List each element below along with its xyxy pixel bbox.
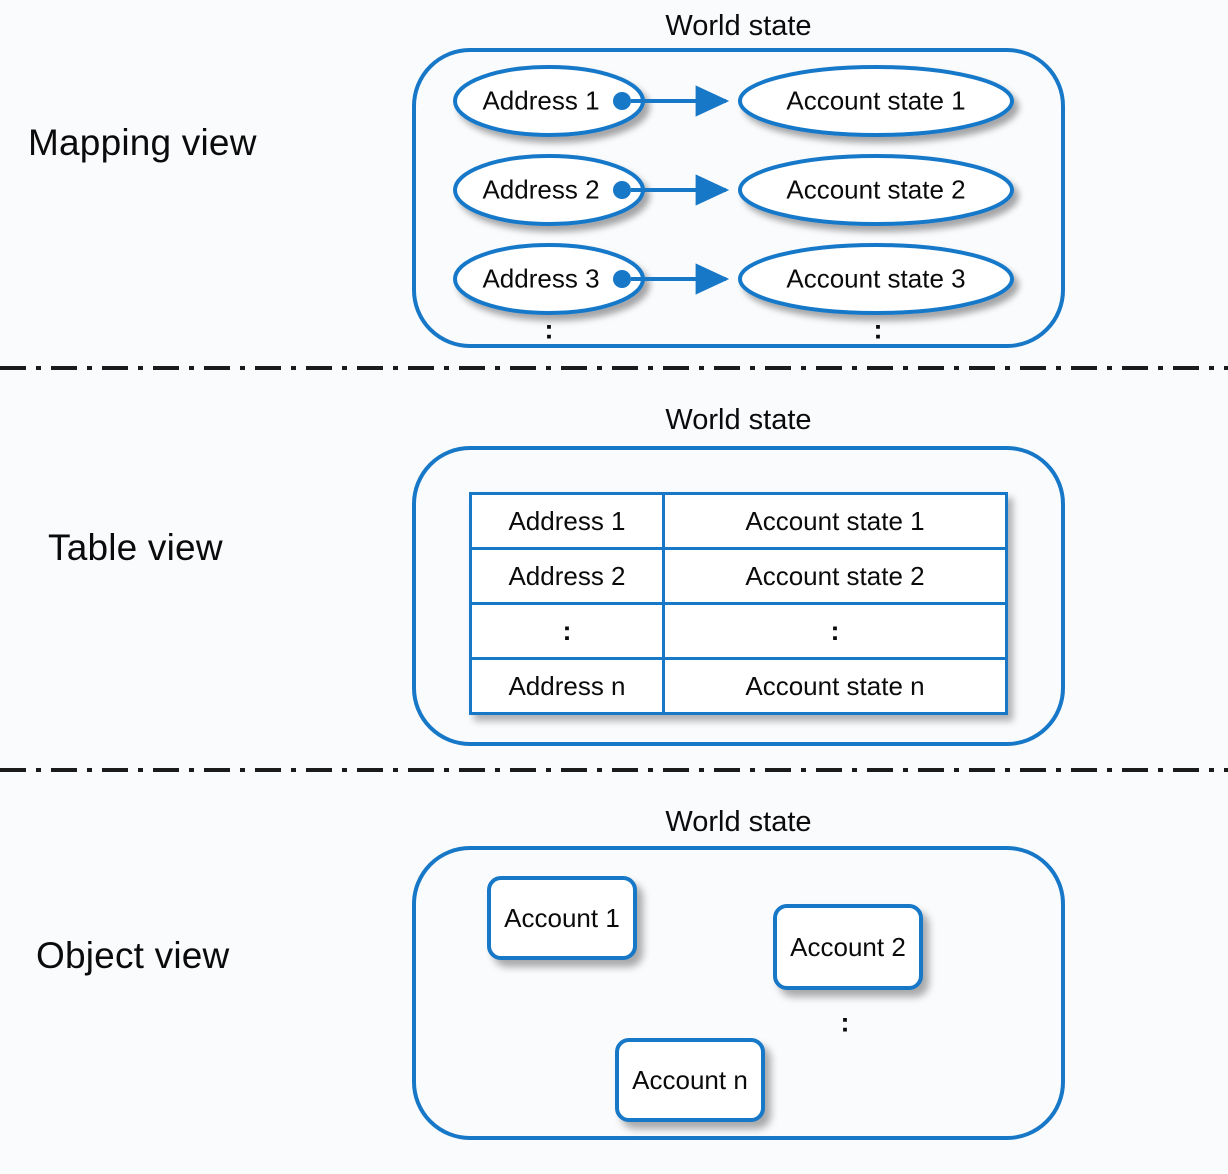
table-row-ellipsis: : :	[469, 602, 1008, 660]
account-object-label: Account 1	[504, 902, 620, 933]
account-object-box-2: Account 2	[773, 904, 923, 990]
section-label-mapping-view: Mapping view	[28, 122, 257, 163]
account-object-label: Account 2	[790, 931, 906, 962]
table-cell-key: Address 1	[469, 492, 665, 550]
section-label-object-view: Object view	[36, 935, 230, 976]
table-row: Address n Account state n	[469, 657, 1008, 715]
table-cell-key: Address n	[469, 657, 665, 715]
section-divider-1	[0, 366, 1228, 370]
mapping-value-node-3: Account state 3	[786, 263, 966, 294]
table-cell-value: Account state n	[662, 657, 1008, 715]
mapping-key-node-2: Address 2	[482, 174, 600, 205]
world-state-container-object	[412, 846, 1065, 1140]
table-value-ellipsis-glyph: :	[830, 615, 840, 646]
world-state-title-mapping: World state	[665, 10, 812, 42]
object-view-ellipsis: :	[840, 1007, 850, 1038]
mapping-value-node-1: Account state 1	[786, 85, 966, 116]
world-state-title-table: World state	[665, 404, 812, 436]
table-cell-key-ellipsis: :	[469, 602, 665, 660]
world-state-title-object: World state	[665, 806, 812, 838]
table-row: Address 1 Account state 1	[469, 492, 1008, 550]
account-object-label: Account n	[632, 1064, 748, 1095]
table-cell-value: Account state 2	[662, 547, 1008, 605]
account-object-box-1: Account 1	[487, 876, 637, 960]
table-row: Address 2 Account state 2	[469, 547, 1008, 605]
section-label-table-view: Table view	[48, 527, 223, 568]
account-object-box-n: Account n	[615, 1038, 765, 1122]
mapping-value-ellipsis: :	[873, 314, 883, 345]
table-cell-value: Account state 1	[662, 492, 1008, 550]
table-cell-value-ellipsis: :	[662, 602, 1008, 660]
mapping-key-node-3: Address 3	[482, 263, 600, 294]
section-divider-2	[0, 768, 1228, 772]
state-table: Address 1 Account state 1 Address 2 Acco…	[469, 492, 1008, 715]
mapping-key-ellipsis: :	[544, 314, 554, 345]
table-cell-key: Address 2	[469, 547, 665, 605]
mapping-value-node-2: Account state 2	[786, 174, 966, 205]
table-key-ellipsis-glyph: :	[562, 615, 572, 646]
mapping-key-node-1: Address 1	[482, 85, 600, 116]
world-state-container-mapping	[412, 48, 1065, 348]
world-state-container-table	[412, 446, 1065, 746]
